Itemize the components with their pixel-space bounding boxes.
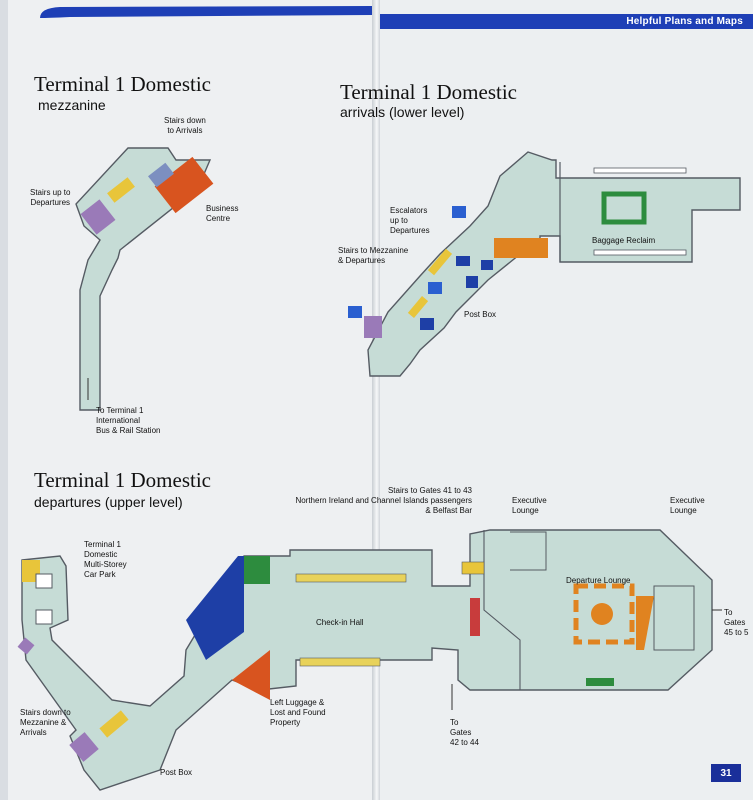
post-box-block: [466, 276, 478, 288]
label-stairs-up: Stairs up to Departures: [30, 188, 71, 207]
departures-title: Terminal 1 Domestic: [34, 468, 211, 492]
label-stairs-down: Stairs down to Arrivals: [164, 116, 206, 135]
label-escalators: Escalators up to Departures: [390, 206, 430, 235]
arrivals-title: Terminal 1 Domestic: [340, 80, 517, 104]
label-to-gates-45: To Gates 45 to 5: [724, 608, 749, 637]
label-baggage-reclaim: Baggage Reclaim: [592, 236, 656, 245]
page-number: 31: [711, 764, 741, 782]
baggage-carousel: [601, 191, 647, 225]
label-to-gates-42: To Gates 42 to 44: [450, 718, 479, 747]
blue-block: [186, 556, 244, 660]
label-checkin-hall: Check-in Hall: [316, 618, 364, 627]
label-post-box-departures: Post Box: [160, 768, 193, 777]
label-stairs-gates: Stairs to Gates 41 to 43 Northern Irelan…: [295, 486, 472, 515]
label-car-park: Terminal 1 Domestic Multi-Storey Car Par…: [84, 540, 127, 579]
left-luggage-block: [232, 650, 270, 700]
book-gutter: [372, 0, 380, 800]
cafe-block: [494, 238, 548, 258]
departures-subtitle: departures (upper level): [34, 494, 183, 510]
stairs-down-block: [148, 162, 174, 188]
label-stairs-down-mezzanine: Stairs down to Mezzanine & Arrivals: [20, 708, 71, 737]
mezzanine-title: Terminal 1 Domestic: [34, 72, 211, 96]
lift-block: [80, 199, 116, 235]
stairs-up-block: [107, 177, 135, 203]
mezzanine-subtitle: mezzanine: [38, 97, 106, 113]
label-left-luggage: Left Luggage & Lost and Found Property: [270, 698, 326, 727]
section-title: Helpful Plans and Maps: [626, 16, 743, 27]
arrivals-plan: [348, 151, 741, 377]
label-post-box-arrivals: Post Box: [464, 310, 497, 319]
business-centre-block: [154, 156, 214, 214]
label-departure-lounge: Departure Lounge: [566, 576, 631, 585]
header-bar: [40, 6, 753, 29]
lounge-seating: [573, 583, 635, 645]
label-executive-lounge-2: Executive Lounge: [670, 496, 705, 515]
label-to-terminal: To Terminal 1 International Bus & Rail S…: [96, 406, 161, 435]
mezzanine-plan: [75, 147, 214, 411]
departures-plan: [17, 529, 722, 791]
label-executive-lounge-1: Executive Lounge: [512, 496, 547, 515]
label-business-centre: Business Centre: [206, 204, 239, 223]
arrivals-subtitle: arrivals (lower level): [340, 104, 465, 120]
label-stairs-mezzanine: Stairs to Mezzanine & Departures: [338, 246, 409, 265]
